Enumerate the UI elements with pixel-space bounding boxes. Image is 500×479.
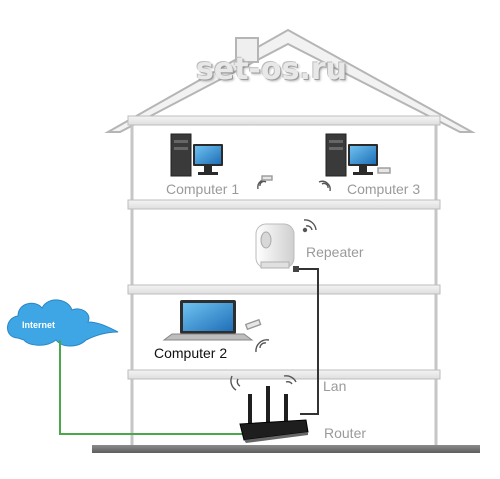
lan-label: Lan: [323, 378, 347, 394]
computer-1-label: Computer 1: [166, 181, 240, 197]
router-icon: [239, 386, 309, 443]
lan-port: [293, 266, 299, 272]
lan-cable: [296, 268, 319, 415]
internet-label: Internet: [22, 320, 56, 330]
ground-line: [92, 445, 480, 453]
floor-slabs: [127, 115, 441, 380]
house-roof: [104, 28, 476, 133]
wifi-signal-icon: [302, 219, 317, 233]
repeater-label: Repeater: [306, 244, 364, 260]
wifi-signal-icon: [257, 175, 273, 190]
wifi-signal-icon: [230, 375, 297, 391]
repeater-icon: [255, 223, 295, 269]
router-label: Router: [324, 425, 367, 441]
computer-3-icon: [325, 133, 378, 177]
internet-cable: [59, 340, 244, 435]
laptop-computer-2-icon: [162, 300, 254, 341]
watermark-logo: set-os.ru: [196, 52, 348, 87]
computer-1-icon: [170, 133, 223, 177]
wifi-signal-icon: [244, 318, 270, 353]
wifi-signal-icon: [318, 167, 391, 192]
computer-3-label: Computer 3: [347, 181, 421, 197]
computer-2-label: Computer 2: [154, 345, 228, 361]
